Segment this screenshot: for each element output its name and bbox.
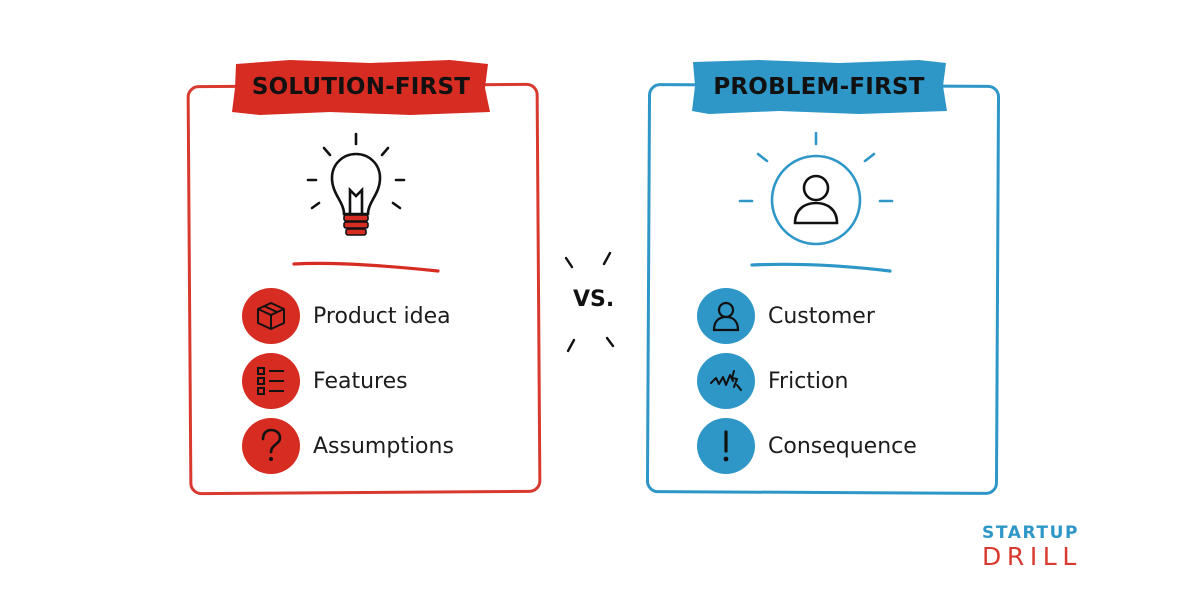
question-mark-icon [242, 418, 300, 474]
list-item-friction: Friction [697, 353, 848, 409]
vs-burst-lines [564, 251, 615, 353]
list-item-features: Features [242, 353, 408, 409]
person-icon [738, 131, 894, 246]
banner-brush-shape [232, 60, 490, 115]
list-item-assumptions: Assumptions [242, 418, 454, 474]
list-item-label: Friction [768, 368, 849, 394]
right-divider [750, 262, 892, 273]
checklist-icon [242, 353, 300, 409]
list-item-label: Customer [768, 303, 875, 329]
lightbulb-icon [306, 132, 406, 236]
list-item-label: Features [313, 368, 408, 394]
person-icon [697, 288, 755, 344]
list-item-label: Consequence [768, 433, 917, 459]
startup-drill-logo: STARTUP DRILL [982, 523, 1082, 571]
brand-line2: DRILL [982, 542, 1082, 571]
banner-brush-shape [692, 60, 947, 114]
problem-first-title: PROBLEM-FIRST [713, 74, 925, 100]
vs-label: VS. [573, 287, 615, 312]
list-item-label: Product idea [313, 303, 451, 329]
list-item-consequence: Consequence [697, 418, 917, 474]
list-item-label: Assumptions [313, 433, 454, 459]
exclamation-icon [697, 418, 755, 474]
crack-icon [697, 353, 755, 409]
solution-first-banner: SOLUTION-FIRST [230, 58, 492, 116]
list-item-product-idea: Product idea [242, 288, 451, 344]
list-item-customer: Customer [697, 288, 875, 344]
solution-first-title: SOLUTION-FIRST [251, 74, 471, 100]
problem-first-banner: PROBLEM-FIRST [689, 58, 949, 116]
left-divider [292, 261, 440, 273]
box-icon [242, 288, 300, 344]
brand-line1: STARTUP [982, 523, 1080, 543]
